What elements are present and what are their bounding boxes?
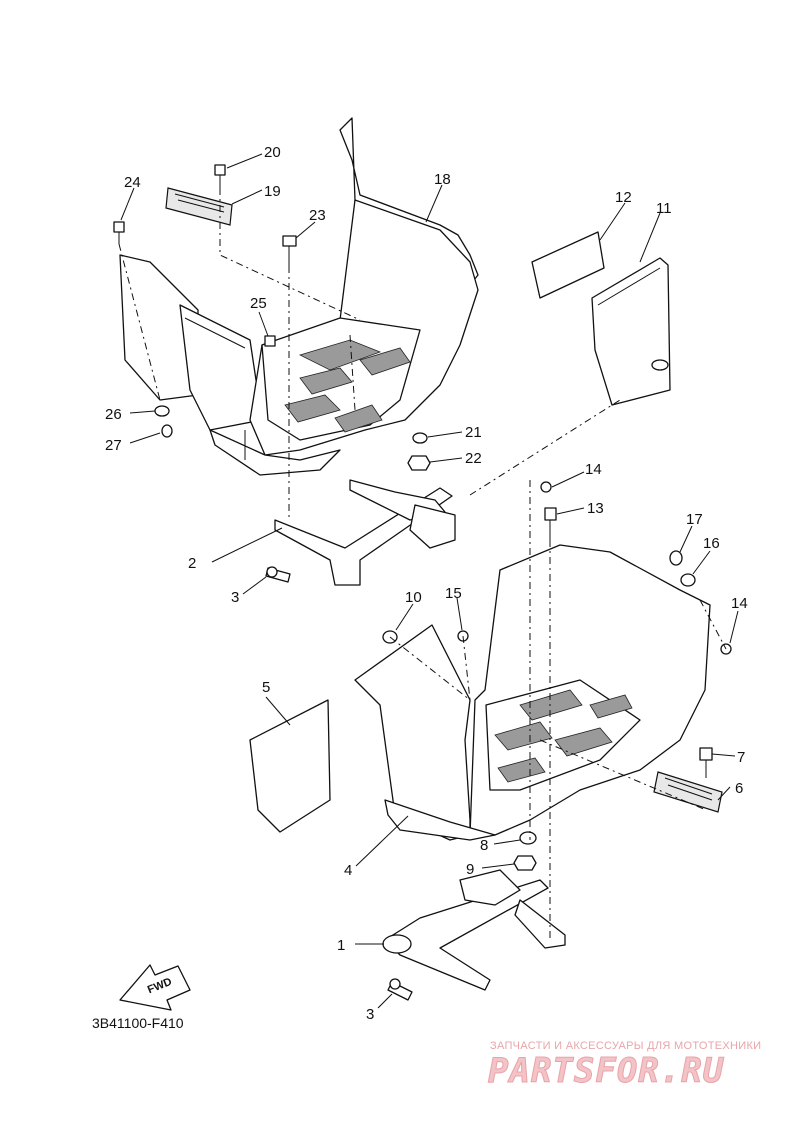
callout-9: 9 [466, 861, 474, 878]
fwd-arrow-icon: FWD [119, 964, 191, 1011]
callout-6: 6 [735, 780, 743, 797]
callout-4: 4 [344, 862, 352, 879]
callout-2: 2 [188, 555, 196, 572]
callout-13: 13 [587, 500, 604, 517]
left-footrest-assembly [113, 117, 479, 586]
callout-25: 25 [250, 295, 267, 312]
callout-10: 10 [405, 589, 422, 606]
watermark-tagline: ЗАПЧАСТИ И АКСЕССУАРЫ ДЛЯ МОТОТЕХНИКИ [490, 1040, 761, 1052]
callout-19: 19 [264, 183, 281, 200]
callout-labels: 1 2 3 3 4 5 6 7 8 9 10 11 12 13 14 14 15… [105, 144, 748, 1023]
callout-3-lower: 3 [366, 1006, 374, 1023]
callout-20: 20 [264, 144, 281, 161]
diagram-code: 3B41100-F410 [92, 1015, 184, 1031]
callout-5: 5 [262, 679, 270, 696]
callout-11: 11 [656, 200, 672, 217]
callout-23: 23 [309, 207, 326, 224]
watermark: ЗАПЧАСТИ И АКСЕССУАРЫ ДЛЯ МОТОТЕХНИКИ PA… [488, 1040, 762, 1092]
callout-1: 1 [337, 937, 345, 954]
callout-16: 16 [703, 535, 720, 552]
callout-17: 17 [686, 511, 703, 528]
callout-8: 8 [480, 837, 488, 854]
callout-7: 7 [737, 749, 745, 766]
callout-15: 15 [445, 585, 462, 602]
right-footrest-assembly [249, 399, 732, 1001]
callout-21: 21 [465, 424, 482, 441]
callout-14-right: 14 [731, 595, 748, 612]
watermark-brand: PARTSFOR.RU [488, 1051, 725, 1091]
callout-14-upper: 14 [585, 461, 602, 478]
callout-27: 27 [105, 437, 122, 454]
side-cover-group [531, 231, 671, 406]
callout-12: 12 [615, 189, 632, 206]
callout-24: 24 [124, 174, 141, 191]
callout-18: 18 [434, 171, 451, 188]
callout-26: 26 [105, 406, 122, 423]
callout-22: 22 [465, 450, 482, 467]
callout-3-upper: 3 [231, 589, 239, 606]
leader-lines [120, 153, 739, 1009]
